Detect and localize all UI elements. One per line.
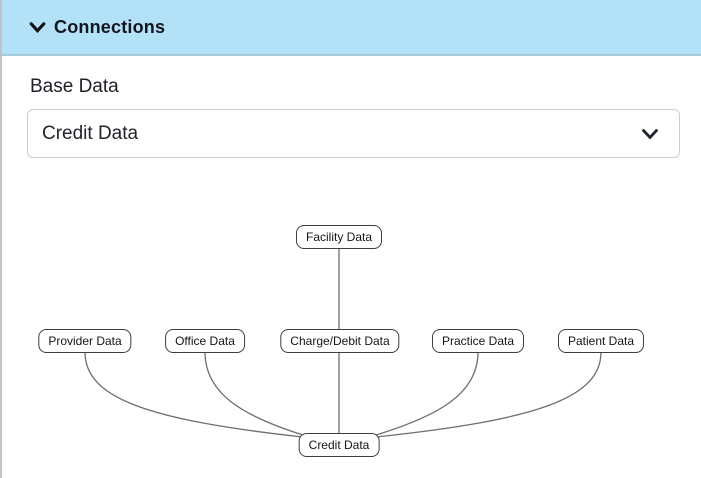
chevron-down-icon <box>642 128 658 140</box>
diagram-node-charge-debit-data: Charge/Debit Data <box>280 329 400 353</box>
base-data-select-value: Credit Data <box>42 122 139 144</box>
diagram-node-facility-data: Facility Data <box>295 225 383 249</box>
base-data-label: Base Data <box>30 76 119 97</box>
chevron-down-icon <box>29 21 46 33</box>
panel-title: Connections <box>54 16 166 37</box>
base-data-select[interactable]: Credit Data <box>27 109 680 158</box>
connections-header[interactable]: Connections <box>2 0 701 56</box>
diagram-node-office-data: Office Data <box>165 329 245 353</box>
edge-practice-credit <box>375 351 479 436</box>
diagram-node-credit-data: Credit Data <box>298 433 380 457</box>
diagram-node-practice-data: Practice Data <box>431 329 525 353</box>
diagram-node-patient-data: Patient Data <box>557 329 645 353</box>
diagram-node-provider-data: Provider Data <box>38 329 132 353</box>
edge-office-credit <box>204 351 304 436</box>
edge-patient-credit <box>375 351 602 438</box>
edge-provider-credit <box>84 351 304 438</box>
